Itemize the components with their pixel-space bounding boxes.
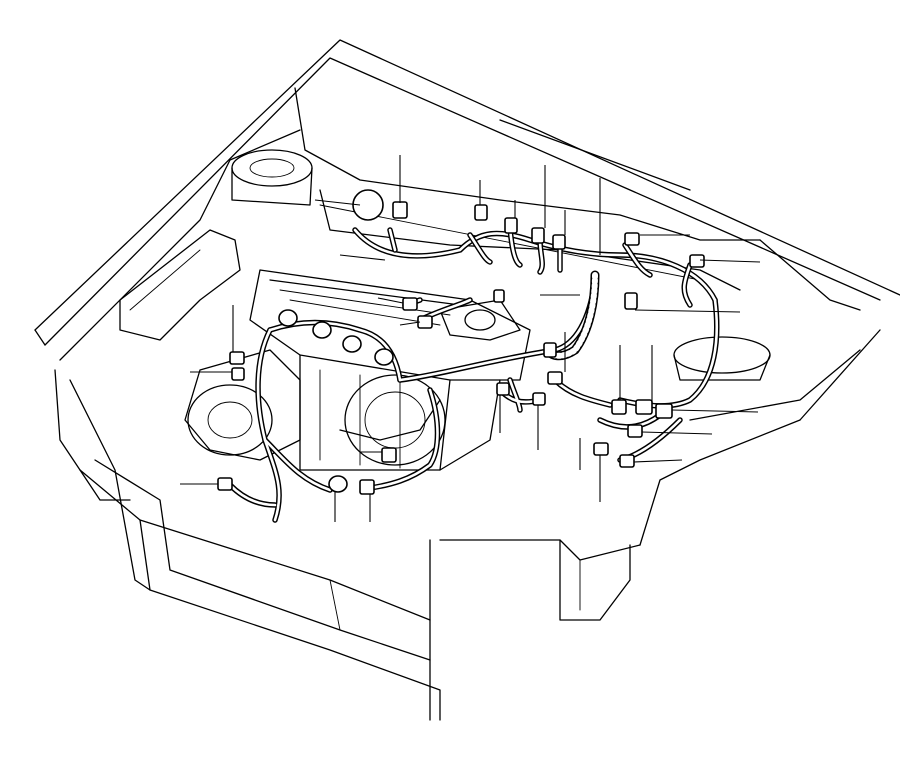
connector [504,217,518,234]
leader-line-c8 [699,259,761,263]
connector [611,399,627,415]
connector [627,424,643,438]
connector [552,234,566,250]
hood-outline [34,39,900,346]
leader-line-c12 [377,297,404,304]
leader-line-c11 [339,254,386,261]
connector [531,227,545,244]
fuse-box-connector [352,189,384,221]
connector [547,371,563,385]
leader-line-c24 [633,459,683,463]
branch-wires [387,225,693,463]
connector [474,204,488,221]
injector-connector [342,335,362,353]
connector [493,289,505,303]
leader-line-c10 [314,199,361,206]
connector [624,232,640,246]
injector-connector [312,321,332,339]
connector [381,447,397,463]
leader-line-c13 [399,321,421,326]
radiator-support [79,329,881,721]
connector [229,351,245,365]
strut-tower-right [673,336,771,381]
callout-leaders [180,155,761,522]
connector [655,403,673,419]
connector [231,367,245,381]
connector [543,342,557,358]
fender-left [54,129,301,591]
leader-line-c9 [634,309,741,313]
connector [359,479,375,495]
injector-connector [278,309,298,327]
connector [593,442,609,456]
connector [402,297,418,311]
connector [417,315,433,329]
leader-line-c23 [641,431,713,435]
connector [392,201,408,219]
grommet [328,475,348,493]
connector [217,477,233,491]
intake-plenum [184,349,301,461]
connector [624,292,638,310]
strut-tower-left [231,149,313,206]
leader-line-c22 [671,409,759,413]
throttle-body [439,299,521,341]
connector [635,399,653,415]
harness-connectors [217,189,705,495]
connector [619,454,635,468]
connector [532,392,546,406]
connector [496,382,510,396]
connector [689,254,705,268]
injector-connector [374,348,394,366]
